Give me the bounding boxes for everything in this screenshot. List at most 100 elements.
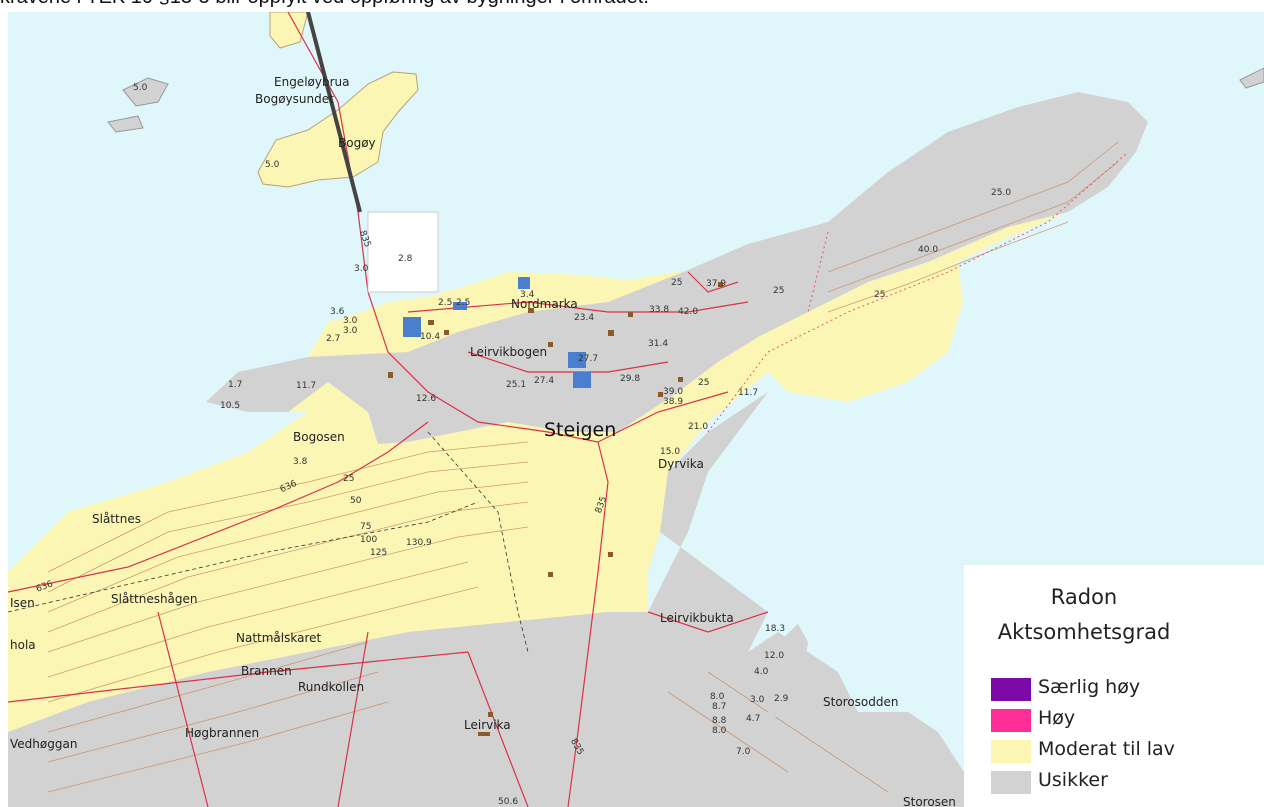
- label-dyrvika: Dyrvika: [658, 457, 704, 471]
- legend-label: Usikker: [1038, 769, 1108, 791]
- legend-label: Moderat til lav: [1038, 738, 1175, 760]
- measurement-label: 3.0: [343, 326, 358, 336]
- measurement-label: 3.0: [750, 695, 765, 705]
- measurement-label: 12.6: [416, 394, 437, 404]
- measurement-label: 8.7: [712, 702, 727, 712]
- measurement-label: 29.8: [620, 374, 641, 384]
- legend-swatch: [991, 709, 1031, 732]
- measurement-label: 23.4: [574, 313, 595, 323]
- label-hogbrannen: Høgbrannen: [185, 726, 260, 740]
- label-nordmarka: Nordmarka: [511, 297, 578, 311]
- label-slattnes: Slåttnes: [92, 512, 141, 526]
- label-engeloybrua: Engeløybrua: [274, 75, 350, 89]
- black-boundaries: [8, 431, 529, 653]
- measurement-label: 8.0: [710, 692, 725, 702]
- label-storosodden: Storosodden: [823, 695, 899, 709]
- measurement-label: 37.9: [706, 279, 727, 289]
- engeloy-bridge: [306, 12, 362, 213]
- contour-label: 25: [698, 378, 710, 388]
- label-leirvikbogen: Leirvikbogen: [470, 345, 548, 359]
- label-hola: hola: [10, 638, 36, 652]
- legend-label: Høy: [1038, 707, 1076, 729]
- measurement-label: 27.7: [578, 354, 599, 364]
- measurement-label: 4.7: [746, 714, 761, 724]
- measurement-label: 2.8: [398, 254, 413, 264]
- north-islet: [269, 12, 309, 49]
- measurement-label: 25.1: [506, 380, 527, 390]
- contour-label: 25: [343, 474, 355, 484]
- small-islet-2: [107, 115, 144, 133]
- measurement-label: 2.5: [456, 298, 471, 308]
- measurement-label: 38.9: [663, 397, 684, 407]
- measurement-label: 3.8: [293, 457, 308, 467]
- measurement-label: 11.7: [738, 388, 759, 398]
- measurement-label: 21.0: [688, 422, 709, 432]
- measurement-label: 27.4: [534, 376, 555, 386]
- storosodden-shore: [768, 624, 808, 722]
- label-brannen: Brannen: [241, 664, 292, 678]
- contour-label: 75: [360, 522, 372, 532]
- airfield-area: [367, 211, 439, 293]
- measurement-label: 5.0: [133, 83, 148, 93]
- measurement-label: 39.0: [663, 387, 684, 397]
- measurement-label: 3.4: [520, 290, 535, 300]
- usikker-peninsula: [568, 632, 964, 807]
- measurement-label: 33.8: [649, 305, 670, 315]
- label-isen: Isen: [10, 596, 35, 610]
- measurement-label: 8.0: [712, 726, 727, 736]
- measurement-label: 50.6: [498, 797, 519, 807]
- measurement-label: 130.9: [406, 538, 432, 548]
- measurement-label: 3.6: [330, 307, 345, 317]
- label-leirvikbukta: Leirvikbukta: [660, 611, 734, 625]
- legend-swatch: [991, 771, 1031, 794]
- measurement-label: 40.0: [918, 245, 939, 255]
- label-rundkollen: Rundkollen: [298, 680, 365, 694]
- contour-label: 25: [874, 290, 886, 300]
- contour-lines: [47, 141, 1119, 793]
- measurement-label: 2.9: [774, 694, 789, 704]
- contour-label: 100: [360, 535, 378, 545]
- caption-text: kravene i TEK 10 §13-5 blir oppfylt ved …: [0, 0, 649, 9]
- contour-label: 50: [350, 496, 362, 506]
- water-features: [403, 277, 591, 388]
- measurement-label: 2.5: [438, 298, 453, 308]
- label-bogosen: Bogosen: [293, 430, 345, 444]
- radon-legend: Radon Aktsomhetsgrad Særlig høy Høy Mode…: [964, 565, 1264, 807]
- measurement-label: 12.0: [764, 651, 785, 661]
- label-bogoy: Bogøy: [338, 136, 376, 150]
- dotted-boundaries: [707, 151, 1129, 433]
- measurement-label: 18.3: [765, 624, 786, 634]
- buildings: [388, 282, 723, 736]
- road-lines: [8, 12, 769, 807]
- measurement-label: 5.0: [265, 160, 280, 170]
- legend-label: Særlig høy: [1038, 676, 1141, 698]
- measurement-label: 3.0: [343, 316, 358, 326]
- measurement-label: 8.8: [712, 716, 727, 726]
- measurement-label: 25.0: [991, 188, 1012, 198]
- measurement-label: 3.0: [354, 264, 369, 274]
- measurement-label: 10.5: [220, 401, 241, 411]
- measurement-label: 11.7: [296, 381, 317, 391]
- legend-swatch: [991, 678, 1031, 701]
- label-bogoysundet: Bogøysundet: [255, 92, 334, 106]
- measurement-label: 10.4: [420, 332, 441, 342]
- label-leirvika: Leirvika: [464, 718, 511, 732]
- measurement-label: 4.0: [754, 667, 769, 677]
- radon-map[interactable]: Engeløybrua Bogøysundet Bogøy Nordmarka …: [8, 12, 1264, 807]
- label-storosen: Storosen: [903, 795, 956, 807]
- label-slattneshagen: Slåttneshågen: [111, 592, 198, 606]
- measurement-label: 2.7: [326, 334, 341, 344]
- contour-label: 25: [773, 286, 785, 296]
- label-nattmalskaret: Nattmålskaret: [236, 631, 322, 645]
- measurement-label: 7.0: [736, 747, 751, 757]
- contour-label: 25: [671, 278, 683, 288]
- label-steigen: Steigen: [544, 419, 617, 441]
- usikker-northeast: [206, 92, 1148, 444]
- label-vedhoggan: Vedhøggan: [10, 737, 78, 751]
- measurement-label: 42.0: [678, 307, 699, 317]
- measurement-label: 15.0: [660, 447, 681, 457]
- contour-label: 125: [370, 548, 388, 558]
- legend-title: Radon: [1050, 585, 1118, 609]
- measurement-label: 1.7: [228, 380, 243, 390]
- measurement-label: 31.4: [648, 339, 669, 349]
